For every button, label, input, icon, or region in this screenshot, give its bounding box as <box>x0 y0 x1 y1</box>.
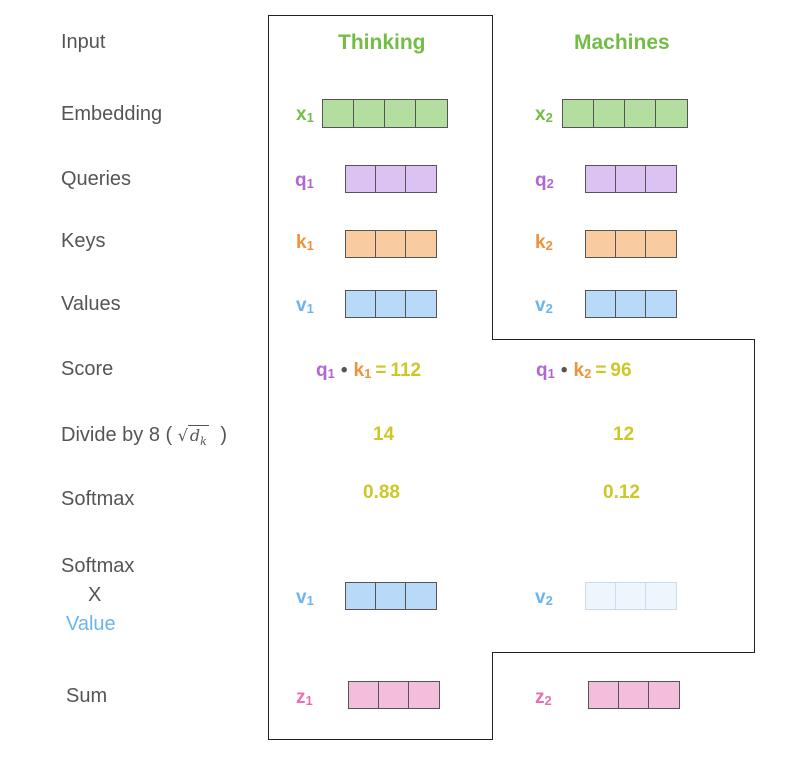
sqrt-var: d <box>189 426 201 445</box>
symbol-k1: k1 <box>296 232 314 253</box>
row-label-queries: Queries <box>61 168 132 190</box>
row-label-score: Score <box>61 358 114 380</box>
row-label-embedding: Embedding <box>61 103 163 125</box>
row-label-values: Values <box>61 293 121 315</box>
symbol-weighted-v2: v2 <box>535 587 553 608</box>
symbol-q2: q2 <box>535 170 554 191</box>
sqrt-sub: k <box>200 435 207 449</box>
key-vector-k1 <box>345 230 437 258</box>
thinking-column-outline <box>268 15 755 740</box>
divide-suffix: ) <box>220 424 228 446</box>
query-vector-q2 <box>585 165 677 193</box>
score-expression-2: q1•k2=96 <box>536 360 632 381</box>
weighted-value-vector-v2 <box>585 582 677 610</box>
row-label-softmax-x-value-3: Value <box>66 613 116 635</box>
output-vector-z1 <box>348 681 440 709</box>
symbol-q1: q1 <box>295 170 314 191</box>
query-vector-q1 <box>345 165 437 193</box>
key-vector-k2 <box>585 230 677 258</box>
divided-value-2: 12 <box>613 424 635 445</box>
symbol-z1: z1 <box>296 687 313 708</box>
symbol-v2: v2 <box>535 295 553 316</box>
symbol-x2: x2 <box>535 104 553 125</box>
symbol-k2: k2 <box>535 232 553 253</box>
value-vector-v2 <box>585 290 677 318</box>
embedding-vector-x2 <box>562 99 688 128</box>
row-label-input: Input <box>61 31 106 53</box>
weighted-value-vector-v1 <box>345 582 437 610</box>
softmax-value-2: 0.12 <box>603 482 640 503</box>
row-label-sum: Sum <box>66 685 108 707</box>
symbol-z2: z2 <box>535 687 552 708</box>
row-label-softmax: Softmax <box>61 488 135 510</box>
symbol-x1: x1 <box>296 104 314 125</box>
symbol-v1: v1 <box>296 295 314 316</box>
row-label-softmax-x-value-2: X <box>88 584 102 606</box>
row-label-keys: Keys <box>61 230 106 252</box>
word-machines: Machines <box>574 31 670 54</box>
score-expression-1: q1•k1=112 <box>316 360 422 381</box>
embedding-vector-x1 <box>322 99 448 128</box>
symbol-weighted-v1: v1 <box>296 587 314 608</box>
divide-prefix: Divide by 8 ( <box>61 424 173 446</box>
output-vector-z2 <box>588 681 680 709</box>
softmax-value-1: 0.88 <box>363 482 400 503</box>
row-label-softmax-x-value-1: Softmax <box>61 555 135 577</box>
sqrt-dk: √dk <box>177 425 209 449</box>
score-value-2: 96 <box>610 360 632 381</box>
divided-value-1: 14 <box>373 424 395 445</box>
score-value-1: 112 <box>390 360 422 381</box>
word-thinking: Thinking <box>338 31 426 54</box>
row-label-divide: Divide by 8 ( √dk ) <box>61 424 227 448</box>
value-vector-v1 <box>345 290 437 318</box>
